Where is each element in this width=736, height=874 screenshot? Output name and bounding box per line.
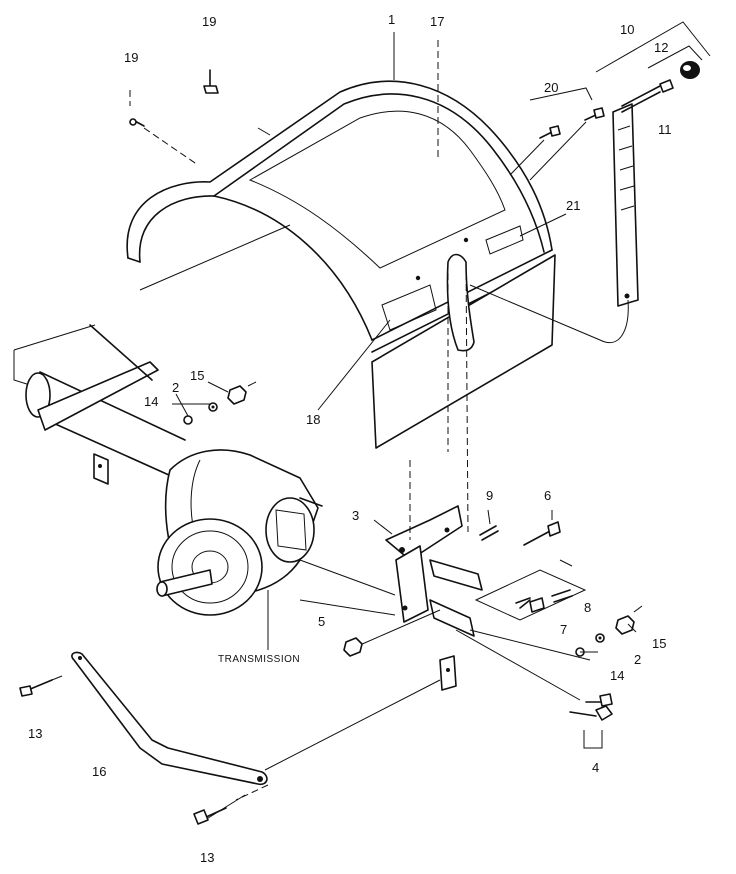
callout-21: 21 xyxy=(566,198,580,213)
lower-bolts xyxy=(343,609,613,749)
callout-5: 5 xyxy=(318,614,325,629)
callout-16: 16 xyxy=(92,764,106,779)
callout-10: 10 xyxy=(620,22,634,37)
transmission xyxy=(156,449,323,650)
callout-14-left: 14 xyxy=(144,394,158,409)
callout-14-right: 14 xyxy=(610,668,624,683)
callout-4: 4 xyxy=(592,760,599,775)
shield-flap xyxy=(371,253,556,533)
callout-12: 12 xyxy=(654,40,668,55)
callout-15-right: 15 xyxy=(652,636,666,651)
hitch-bracket xyxy=(299,460,483,691)
callout-11: 11 xyxy=(658,122,672,137)
callout-3: 3 xyxy=(352,508,359,523)
tine-tube xyxy=(13,324,186,485)
top-bolts xyxy=(129,69,605,181)
callout-17: 17 xyxy=(430,14,444,29)
callout-19-top: 19 xyxy=(202,14,216,29)
callout-18: 18 xyxy=(306,412,320,427)
callout-9: 9 xyxy=(486,488,493,503)
depth-bar xyxy=(469,21,711,343)
bolts-13 xyxy=(19,675,227,825)
callout-13-bottom: 13 xyxy=(200,850,214,865)
callout-19-left: 19 xyxy=(124,50,138,65)
decal-21 xyxy=(485,225,524,255)
tine-shield xyxy=(126,40,553,353)
callout-7: 7 xyxy=(560,622,567,637)
callout-6: 6 xyxy=(544,488,551,503)
right-hardware xyxy=(575,605,643,657)
callout-1: 1 xyxy=(388,12,395,27)
callout-20: 20 xyxy=(544,80,558,95)
decal-18 xyxy=(381,284,437,331)
callout-8: 8 xyxy=(584,600,591,615)
callout-13-left: 13 xyxy=(28,726,42,741)
callout-labels: 1 2 2 3 4 5 6 7 8 9 10 11 12 13 13 14 14… xyxy=(28,12,672,865)
callout-2-left: 2 xyxy=(172,380,179,395)
leader-lines xyxy=(172,32,637,653)
transmission-label: TRANSMISSION xyxy=(218,654,300,665)
callout-2-right: 2 xyxy=(634,652,641,667)
tow-bar xyxy=(71,651,441,821)
callout-15-left: 15 xyxy=(190,368,204,383)
pins xyxy=(474,510,587,621)
